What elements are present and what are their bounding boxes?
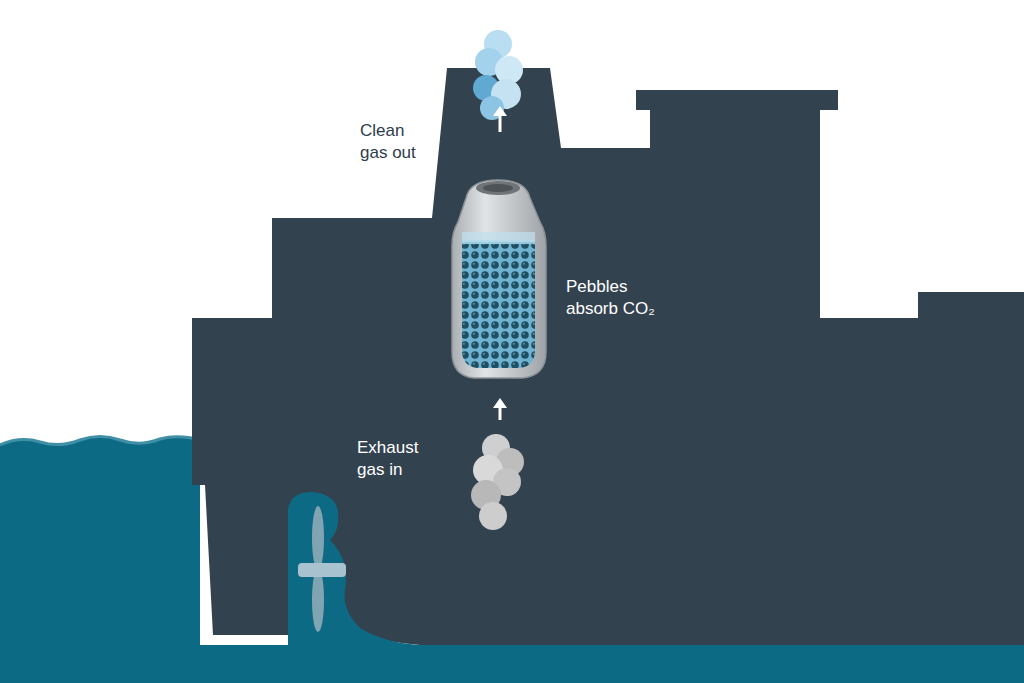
clean-gas-cloud (473, 30, 523, 120)
callout-label: Exhaust gas in (357, 437, 435, 481)
sea-highlight (0, 437, 200, 446)
propeller-blade (312, 568, 324, 632)
ship-hull (192, 68, 1024, 645)
absorber-canister (452, 180, 546, 378)
propeller-recess (288, 492, 420, 645)
propeller-hub (298, 563, 346, 577)
callout-label: Pebbles absorb CO₂ (566, 276, 670, 320)
callout-label: Clean gas out (360, 120, 426, 164)
exhaust-cloud (471, 434, 524, 530)
propeller-blade (312, 506, 324, 570)
sea-bottom (0, 645, 1024, 683)
